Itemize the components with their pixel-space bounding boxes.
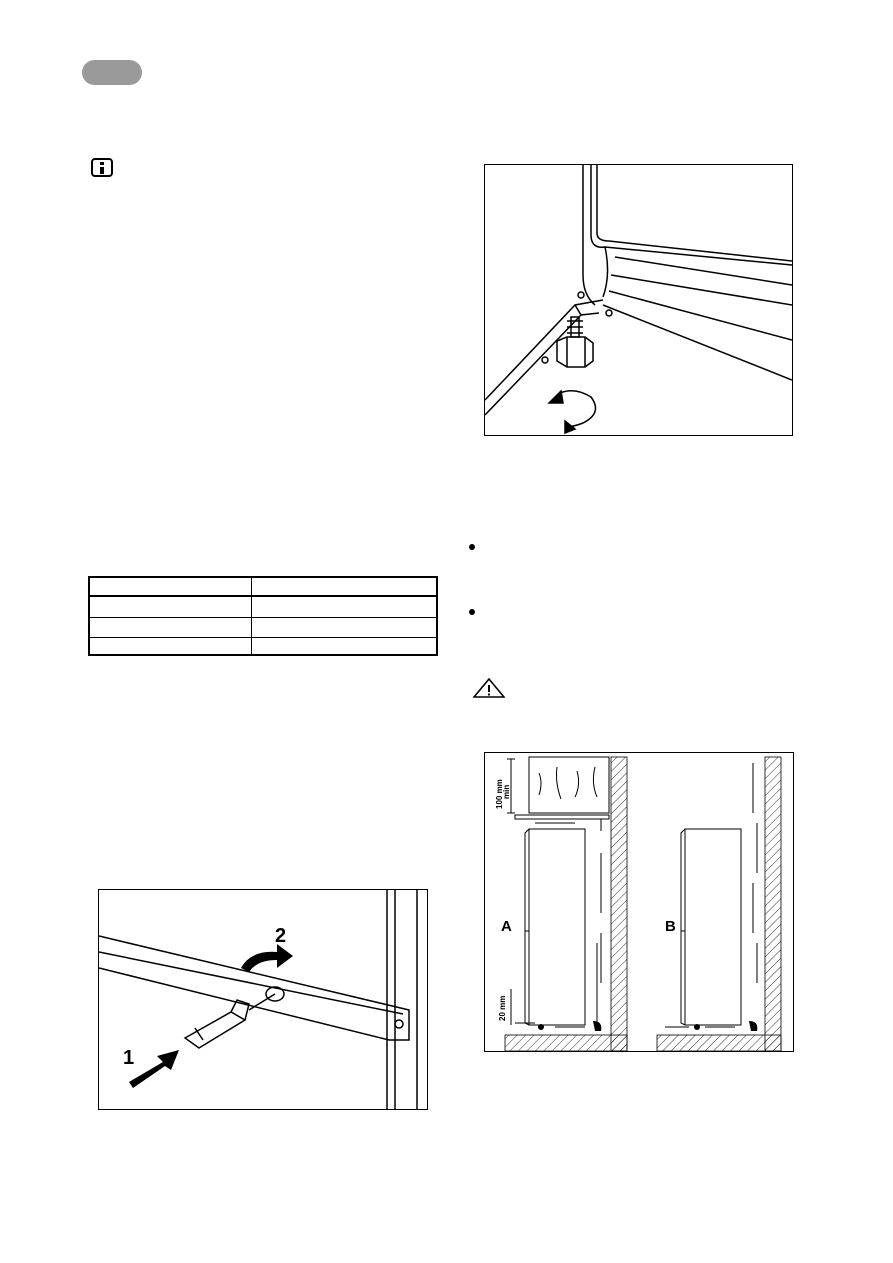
data-table	[88, 576, 438, 656]
bottom-clearance-label: 20 mm	[498, 996, 507, 1021]
door-fitting-illustration: 2 1	[98, 890, 418, 1109]
config-a-label: A	[501, 918, 512, 935]
foot-adjust-figure	[484, 164, 793, 436]
config-b-label: B	[665, 918, 676, 935]
top-clearance-unit-label: min	[502, 785, 511, 799]
step-1-label: 1	[123, 1047, 134, 1069]
ventilation-figure: A B 100 mm min 20 mm	[484, 752, 794, 1052]
warning-icon	[473, 678, 505, 698]
top-clearance-label: 100 mm	[495, 779, 504, 809]
step-2-label: 2	[275, 925, 286, 947]
bullet-point	[469, 544, 475, 550]
ventilation-illustration: A B 100 mm min 20 mm	[495, 756, 782, 1052]
door-fitting-figure: 2 1	[98, 889, 428, 1110]
info-icon	[91, 158, 113, 177]
language-badge	[82, 60, 142, 85]
foot-adjust-illustration	[484, 165, 793, 435]
bullet-point	[469, 609, 475, 615]
